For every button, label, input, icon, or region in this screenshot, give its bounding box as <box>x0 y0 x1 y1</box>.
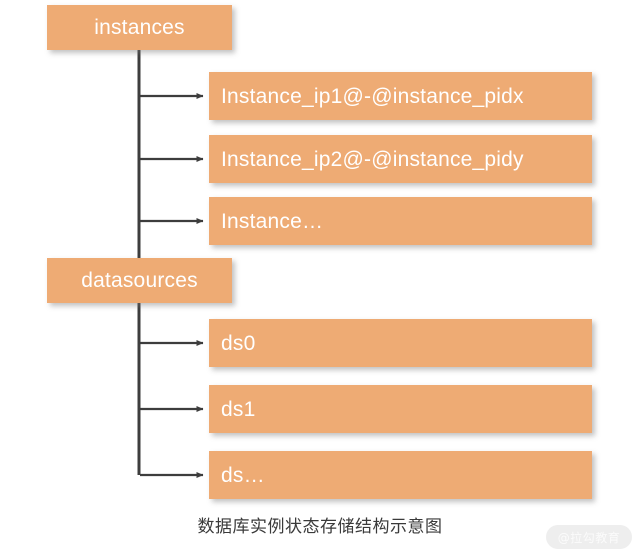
node-instance-ip1-label: Instance_ip1@-@instance_pidx <box>221 84 524 108</box>
node-ds-more-label: ds… <box>221 463 265 487</box>
node-instance-more-label: Instance… <box>221 209 324 233</box>
node-ds0[interactable]: ds0 <box>209 319 592 367</box>
node-datasources-label: datasources <box>81 269 198 292</box>
node-instance-ip2[interactable]: Instance_ip2@-@instance_pidy <box>209 135 592 183</box>
watermark-badge: @拉勾教育 <box>546 525 632 549</box>
node-ds1-label: ds1 <box>221 397 256 421</box>
node-instance-ip1[interactable]: Instance_ip1@-@instance_pidx <box>209 72 592 120</box>
node-instances-label: instances <box>94 16 185 39</box>
node-datasources[interactable]: datasources <box>47 258 232 303</box>
node-ds0-label: ds0 <box>221 331 256 355</box>
node-instances[interactable]: instances <box>47 5 232 50</box>
diagram-caption: 数据库实例状态存储结构示意图 <box>197 517 443 537</box>
node-instance-more[interactable]: Instance… <box>209 197 592 245</box>
node-ds1[interactable]: ds1 <box>209 385 592 433</box>
node-instance-ip2-label: Instance_ip2@-@instance_pidy <box>221 147 524 171</box>
node-ds-more[interactable]: ds… <box>209 451 592 499</box>
